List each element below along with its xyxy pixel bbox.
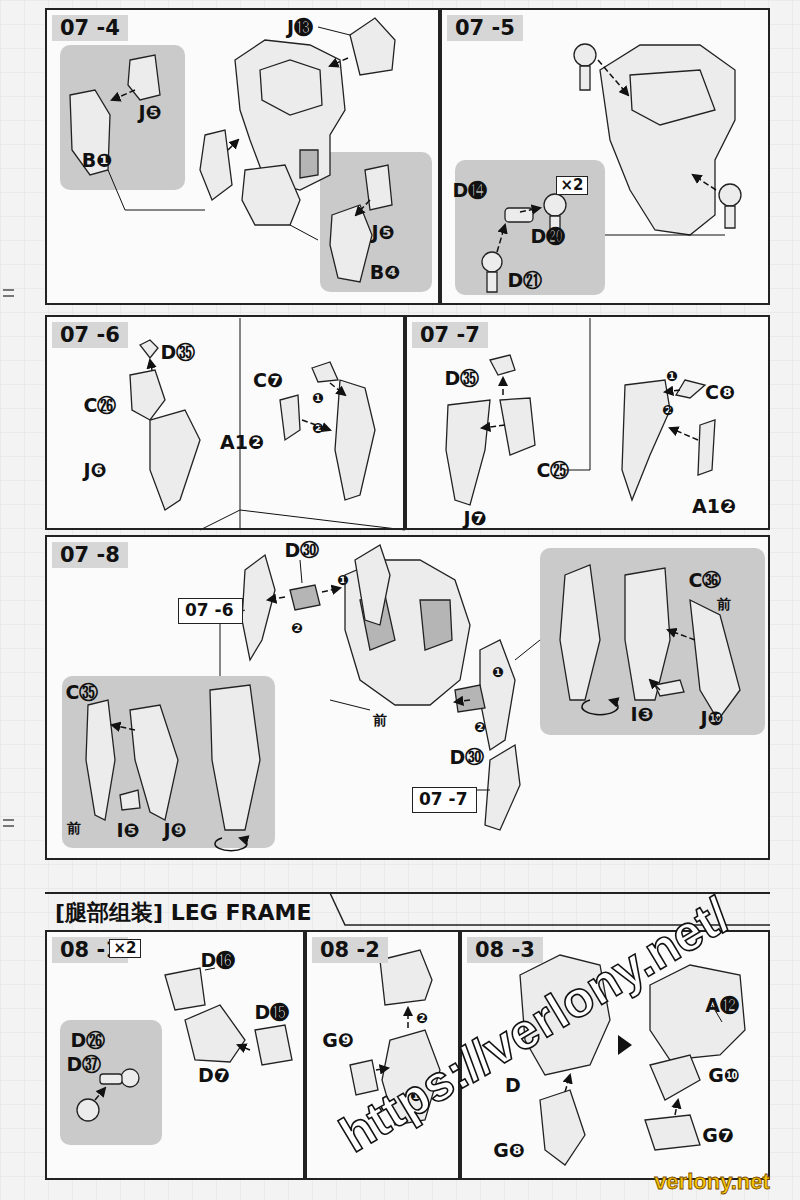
part-number: D㉟	[445, 369, 480, 388]
part-number: D㊲	[67, 1055, 102, 1074]
quantity-mark: ×2	[109, 939, 140, 958]
part-number: D㉟	[161, 343, 196, 362]
step-number: 07 -6	[179, 599, 242, 621]
part-number: G❾	[322, 1031, 354, 1050]
section-heading: [腿部组装] LEG FRAME	[55, 898, 311, 928]
part-number: J❺	[138, 103, 161, 122]
part-number: D⓴	[531, 227, 566, 246]
part-number: J❾	[163, 821, 186, 840]
part-number: C㉟	[66, 683, 99, 702]
part-number: C❽	[705, 383, 735, 402]
sequence-mark: 前	[373, 713, 387, 727]
part-number: D㉚	[450, 748, 485, 767]
part-number: G❽	[493, 1141, 525, 1160]
step-number: 07 -6	[52, 322, 128, 348]
step-number: 08 -3	[467, 937, 543, 963]
sequence-mark: ❷	[312, 421, 324, 435]
sequence-mark: ❷	[662, 403, 674, 417]
part-number: D⓮	[453, 181, 488, 200]
part-number: J❿	[700, 709, 723, 728]
part-number: G❿	[708, 1066, 740, 1085]
step-reference-box: 07 -6	[178, 598, 243, 624]
sequence-mark: 前	[717, 597, 731, 611]
part-number: D㉚	[285, 541, 320, 560]
part-number: C❼	[253, 371, 283, 390]
part-number: C㊱	[689, 571, 722, 590]
part-number: J❼	[463, 509, 486, 528]
part-number: J❺	[371, 223, 394, 242]
sequence-mark: ❷	[474, 720, 486, 734]
step-reference-box: 07 -7	[412, 787, 477, 813]
step-number: 07 -5	[447, 15, 523, 41]
sequence-mark: ❷	[416, 1011, 428, 1025]
part-number: D⓯	[255, 1003, 290, 1022]
part-number: D⓰	[201, 951, 236, 970]
step-panel: 07 -5	[440, 8, 770, 305]
part-number: C㉕	[537, 461, 570, 480]
part-number: C㉖	[84, 396, 117, 415]
part-number: J❻	[83, 461, 106, 480]
step-panel: 07 -6	[45, 315, 405, 530]
part-number: B❶	[82, 151, 113, 170]
step-panel: 07 -8 07 -6 07 -7	[45, 535, 770, 860]
part-number: B❹	[370, 263, 401, 282]
part-number: G❼	[702, 1126, 734, 1145]
sequence-mark: ❶	[492, 665, 504, 679]
part-number: D❼	[198, 1066, 230, 1085]
quantity-mark: ×2	[556, 176, 587, 195]
sequence-mark: ❶	[337, 573, 349, 587]
step-number: 07 -4	[52, 15, 128, 41]
part-number: I❸	[630, 705, 653, 724]
part-number: I❺	[116, 821, 139, 840]
sequence-mark: ❷	[291, 621, 303, 635]
step-number: 07 -7	[412, 322, 488, 348]
part-number: D㉖	[71, 1031, 106, 1050]
part-number: J⓭	[287, 18, 313, 37]
part-number: A⓬	[705, 996, 739, 1015]
sequence-mark: ❶	[312, 391, 324, 405]
step-number: 07 -7	[413, 788, 476, 810]
step-number: 08 -2	[312, 937, 388, 963]
sequence-mark: 前	[67, 821, 81, 835]
part-number: D㉑	[508, 271, 543, 290]
part-number: D	[505, 1076, 521, 1095]
part-number: A1❷	[220, 433, 264, 452]
sequence-mark: ❶	[666, 369, 678, 383]
watermark: verlony.net	[654, 1171, 770, 1193]
step-number: 07 -8	[52, 542, 128, 568]
part-number: A1❷	[692, 497, 736, 516]
